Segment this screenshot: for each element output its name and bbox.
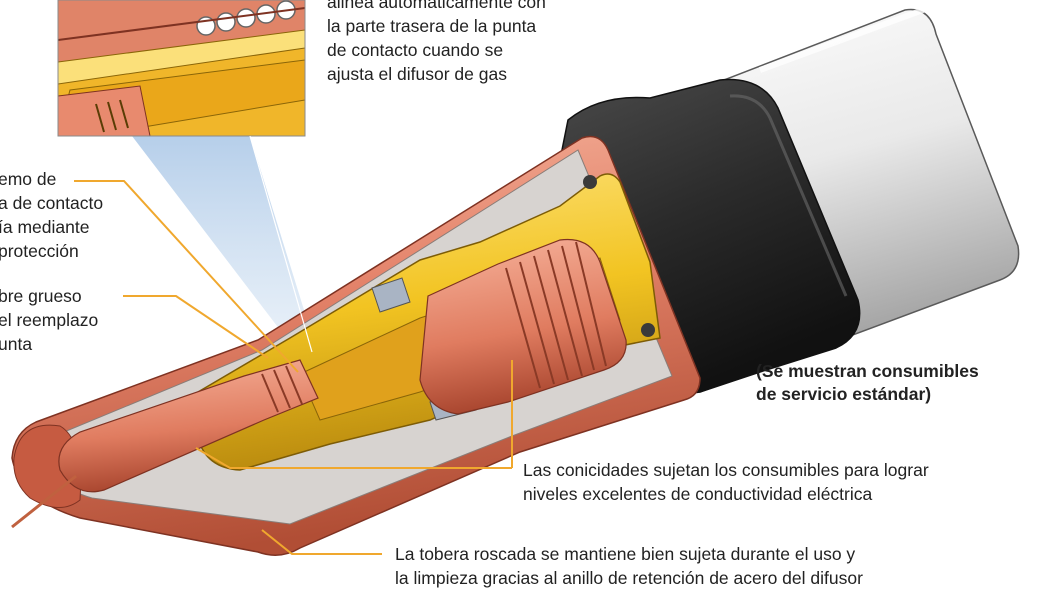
label-nozzle-line: La tobera roscada se mantiene bien sujet… [395,544,856,564]
label-tapers-line: Las conicidades sujetan los consumibles … [523,460,929,480]
leader-tapers [195,447,512,469]
note-line: de servicio estándar) [756,384,932,404]
label-left-lower-line: el reemplazo [0,310,99,330]
label-nozzle-line: la limpieza gracias al anillo de retenci… [395,568,863,588]
label-tapers-line: niveles excelentes de conductividad eléc… [523,484,873,504]
contact-tip [11,359,319,529]
label-left-upper-line: a de contacto [0,193,104,213]
label-left-lower: bre grueso el reemplazo unta [0,284,98,356]
leader-left-lower [123,295,269,359]
label-top-right-line: de contacto cuando se [327,40,504,60]
label-top-right: alinea automáticamente con la parte tras… [327,0,546,86]
leader-nozzle [261,529,382,555]
label-nozzle: La tobera roscada se mantiene bien sujet… [395,542,863,590]
note-line: (Se muestran consumibles [756,361,979,381]
leader-lines [74,180,513,555]
label-left-lower-line: bre grueso [0,286,82,306]
label-top-right-line: la parte trasera de la punta [327,16,537,36]
magnification-beam [132,136,318,360]
label-left-lower-line: unta [0,334,33,354]
label-top-right-line: alinea automáticamente con [327,0,546,12]
label-left-upper-line: emo de [0,169,57,189]
label-left-upper: emo de a de contacto ía mediante protecc… [0,167,103,263]
inset-detail [58,0,305,136]
label-tapers: Las conicidades sujetan los consumibles … [523,458,929,506]
gun-neck-threads [419,238,627,415]
leader-left-upper [74,180,299,373]
label-left-upper-line: ía mediante [0,217,90,237]
label-left-upper-line: protección [0,241,79,261]
inset-frame [57,0,306,137]
label-standard-consumables-note: (Se muestran consumibles de servicio est… [756,360,979,406]
label-top-right-line: ajusta el difusor de gas [327,64,507,84]
